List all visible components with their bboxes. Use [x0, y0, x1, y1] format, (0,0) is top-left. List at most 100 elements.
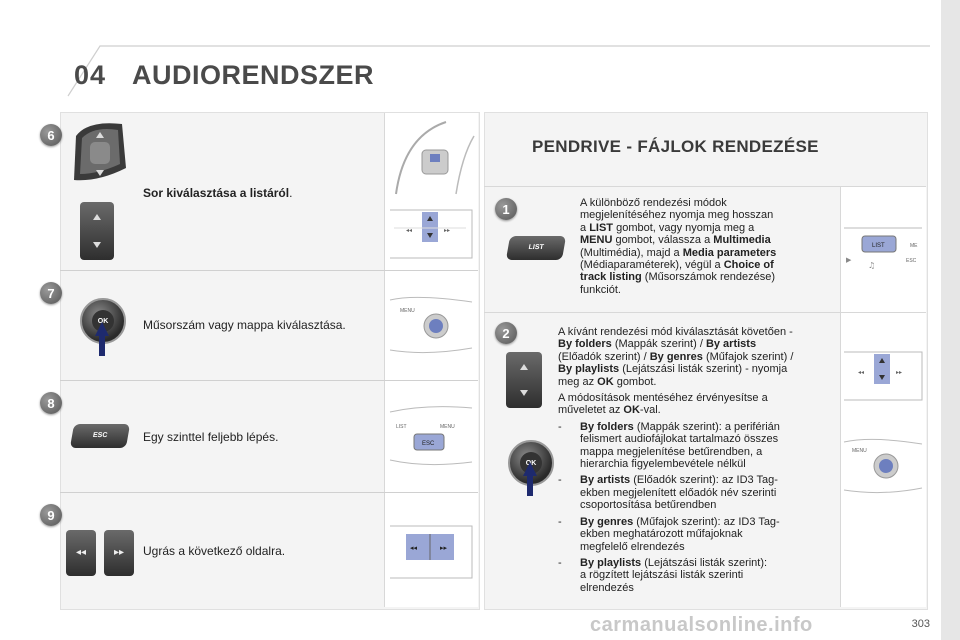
step-1-line: track listing (Műsorszámok rendezése): [580, 271, 836, 283]
step-8-text: Egy szinttel feljebb lépés.: [143, 430, 279, 444]
list-control-thumbnail: LIST ME ESC ▶ ♫: [844, 227, 922, 270]
rewind-icon: ◂◂: [75, 547, 87, 558]
option-name: By playlists: [580, 556, 642, 569]
step-1-line: A különböző rendezési módok: [580, 197, 727, 209]
ok-term: OK: [623, 404, 640, 417]
svg-text:▸▸: ▸▸: [440, 545, 448, 552]
text-fragment: (Műfajok szerint) /: [702, 350, 794, 363]
step-1-line: MENU gombot, válassza a Multimedia: [580, 234, 836, 246]
row-divider: [484, 312, 926, 313]
row-divider: [60, 380, 478, 381]
option-text: (Műfajok szerint): az ID3 Tag-: [633, 515, 780, 528]
up-down-scroll-button-image: [506, 352, 542, 408]
svg-text:◂◂: ◂◂: [406, 228, 412, 234]
step-2-line: By playlists (Lejátszási listák szerint)…: [558, 363, 838, 375]
text-fragment: (Multimédia), majd a: [580, 246, 683, 259]
step-2-line: (Előadók szerint) / By genres (Műfajok s…: [558, 351, 838, 363]
step-1-line: (Multimédia), majd a Media parameters: [580, 247, 836, 259]
step-2-line: A kívánt rendezési mód kiválasztását köv…: [558, 326, 793, 338]
step-badge-1: 1: [495, 198, 517, 220]
option-text: megfelelő elrendezés: [580, 540, 685, 553]
ok-control-thumbnail: MENU: [389, 296, 473, 354]
svg-text:MENU: MENU: [440, 424, 455, 430]
option-text: ekben megjelenített előadók név szerinti: [580, 486, 777, 499]
step-2-line: By folders (Mappák szerint) / By artists: [558, 338, 838, 350]
sort-option-item: - By genres (Műfajok szerint): az ID3 Ta…: [558, 516, 838, 553]
option-text: hierarchia figyelembevétele nélkül: [580, 458, 746, 471]
svg-text:ME: ME: [910, 243, 918, 249]
by-playlists-term: By playlists: [558, 363, 620, 376]
text-fragment: (Műsorszámok rendezése): [641, 271, 776, 284]
svg-text:▸▸: ▸▸: [444, 228, 450, 234]
step-badge-2: 2: [495, 322, 517, 344]
by-artists-term: By artists: [705, 338, 757, 351]
seek-control-thumbnail: ◂◂ ▸▸: [390, 525, 473, 579]
svg-text:ESC: ESC: [906, 258, 917, 264]
text-fragment: műveletet az: [558, 404, 624, 417]
svg-text:LIST: LIST: [396, 424, 407, 430]
step-2-line: műveletet az OK-val.: [558, 404, 838, 416]
svg-text:◂◂: ◂◂: [410, 545, 418, 552]
list-dash: -: [558, 515, 562, 528]
menu-term: MENU: [580, 234, 613, 247]
sort-option-item: - By folders (Mappák szerint): a perifér…: [558, 421, 838, 471]
step-6-bold: Sor kiválasztása a listáról: [143, 186, 290, 200]
fast-forward-icon: ▸▸: [113, 547, 125, 558]
watermark: carmanualsonline.info: [590, 614, 813, 636]
step-2-text: A kívánt rendezési mód kiválasztását köv…: [558, 326, 838, 594]
radio-panel-thumbnail: ◂◂ ▸▸: [390, 209, 473, 259]
svg-text:♫: ♫: [868, 261, 875, 270]
title-divider: [484, 186, 926, 187]
list-button-label: LIST: [527, 244, 545, 251]
esc-button-image: ESC: [69, 424, 131, 448]
step-badge-8: 8: [40, 392, 62, 414]
text-fragment: gombot, válassza a: [612, 234, 714, 247]
step-badge-9: 9: [40, 504, 62, 526]
step-1-line: (Médiaparaméterek), végül a Choice of: [580, 259, 836, 271]
list-dash: -: [558, 556, 562, 569]
page-edge-strip: [941, 0, 960, 640]
text-fragment: gombot.: [613, 375, 657, 388]
step-badge-7: 7: [40, 282, 62, 304]
text-fragment: (Lejátszási listák szerint) - nyomja: [619, 363, 788, 376]
svg-text:ESC: ESC: [422, 441, 435, 447]
option-text: csoportosítása betűrendben: [580, 499, 717, 512]
option-text: (Előadók szerint): az ID3 Tag-: [630, 474, 778, 487]
header-frame: [67, 45, 930, 97]
press-arrow-icon: [523, 462, 537, 496]
by-genres-term: By genres: [649, 350, 703, 363]
option-text: (Lejátszási listák szerint):: [641, 556, 768, 569]
list-term: LIST: [589, 221, 614, 234]
up-down-scroll-button-image: [80, 202, 114, 260]
step-2-line: meg az OK gombot.: [558, 376, 838, 388]
list-dash: -: [558, 420, 562, 433]
text-fragment: -val.: [639, 404, 661, 417]
text-fragment: gombot, vagy nyomja meg a: [613, 221, 755, 234]
svg-text:MENU: MENU: [852, 448, 867, 454]
list-button-image: LIST: [505, 236, 567, 260]
row-divider: [60, 492, 478, 493]
step-1-line: funkciót.: [580, 283, 621, 296]
seek-back-button-image: ◂◂: [66, 530, 96, 576]
text-fragment: (Előadók szerint) /: [558, 350, 650, 363]
text-fragment: meg az: [558, 375, 598, 388]
row-divider: [60, 270, 478, 271]
ok-term: OK: [597, 375, 614, 388]
step-6-rest: .: [289, 186, 293, 200]
step-1-line: a LIST gombot, vagy nyomja meg a: [580, 222, 836, 234]
option-text: felismert audiofájlokat tartalmazó össze…: [580, 433, 779, 446]
steering-wheel-thumbnail: [395, 121, 475, 195]
option-text: elrendezés: [580, 581, 634, 594]
track-listing-term: track listing: [580, 271, 642, 284]
svg-text:LIST: LIST: [872, 243, 885, 249]
esc-control-thumbnail: ESC LIST MENU: [389, 406, 473, 466]
seek-forward-button-image: ▸▸: [104, 530, 134, 576]
step-7-text: Műsorszám vagy mappa kiválasztása.: [143, 318, 346, 332]
thumb-menu-label: MENU: [400, 308, 415, 314]
option-text: a rögzített lejátszási listák szerinti: [580, 569, 744, 582]
text-fragment: (Mappák szerint) /: [611, 338, 706, 351]
text-fragment: (Médiaparaméterek), végül a: [580, 259, 724, 272]
option-name: By folders: [580, 420, 634, 433]
svg-text:▸▸: ▸▸: [896, 370, 902, 376]
option-name: By artists: [580, 474, 631, 487]
